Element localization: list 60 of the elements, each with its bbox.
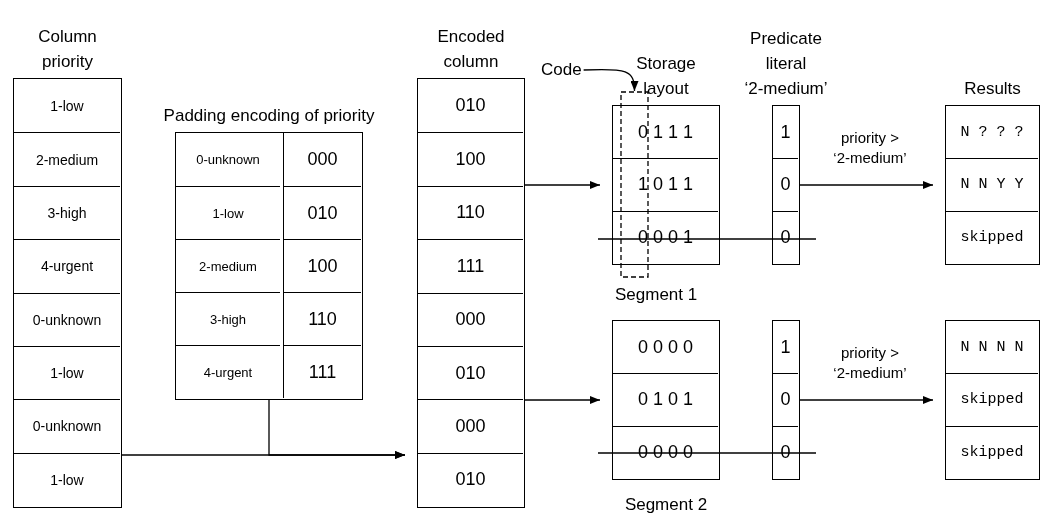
value-cell: 1: [773, 321, 798, 374]
value-cell: 111: [283, 345, 361, 398]
edge-label: priority > ‘2-medium’: [832, 343, 908, 383]
value-cell: skipped: [946, 425, 1038, 478]
value-cell: 4-urgent: [176, 345, 280, 398]
value-cell: 2-medium: [176, 239, 280, 292]
value-cell: 100: [283, 239, 361, 292]
predicate-column: [772, 320, 800, 480]
storage-segment: [612, 320, 720, 515]
value-cell: 2-medium: [14, 132, 120, 186]
edge-label: priority > ‘2-medium’: [832, 128, 908, 168]
value-cell: 010: [283, 186, 361, 239]
value-cell: 0 0 0 0: [613, 321, 718, 374]
value-cell: 0-unknown: [176, 133, 280, 186]
value-cell: 110: [283, 292, 361, 345]
column-heading: Column priority: [37, 26, 98, 73]
value-cell: 3-high: [14, 185, 120, 240]
value-cell: N N Y Y: [946, 158, 1038, 211]
code-label: Code: [541, 60, 582, 80]
value-cell: 000: [418, 292, 523, 346]
value-cell: 1: [773, 106, 798, 159]
value-cell: 010: [418, 79, 523, 133]
value-cell: skipped: [946, 373, 1038, 426]
value-cell: 0: [773, 373, 798, 426]
value-cell: 010: [418, 452, 523, 506]
value-cell: 000: [283, 133, 361, 186]
value-cell: 3-high: [176, 292, 280, 345]
value-cell: skipped: [946, 210, 1038, 263]
value-cell: 0 1 0 1: [613, 373, 718, 426]
value-cell: 0-unknown: [14, 399, 120, 453]
results-column: [945, 320, 1040, 480]
column-heading: Encoded column: [436, 26, 506, 73]
arrow: [799, 181, 934, 189]
value-cell: 1-low: [14, 452, 120, 506]
value-cell: 000: [418, 399, 523, 453]
arrow: [524, 181, 601, 189]
segment-caption: Segment 2: [623, 494, 709, 516]
column-heading: Results: [963, 78, 1022, 100]
value-cell: 0: [773, 158, 798, 211]
arrow: [583, 68, 639, 92]
column-heading: Storage layout: [635, 53, 697, 100]
value-cell: 1-low: [176, 186, 280, 239]
segment-caption: Segment 1: [615, 285, 698, 305]
table-heading: Padding encoding of priority: [162, 105, 376, 127]
value-cell: 100: [418, 132, 523, 186]
value-cell: 0 1 1 1: [613, 106, 718, 159]
value-cell: 1-low: [14, 79, 120, 133]
value-cell: 111: [418, 239, 523, 293]
arrow: [268, 399, 406, 459]
value-cell: 010: [418, 345, 523, 400]
arrow: [799, 396, 934, 404]
value-cell: 1-low: [14, 345, 120, 400]
arrow: [524, 396, 601, 404]
value-cell: 4-urgent: [14, 239, 120, 293]
value-cell: N ? ? ?: [946, 106, 1038, 159]
column-heading: Predicate literal ‘2-medium’: [743, 28, 829, 100]
value-cell: 110: [418, 185, 523, 240]
value-cell: 1 0 1 1: [613, 158, 718, 211]
value-cell: 0-unknown: [14, 292, 120, 346]
value-cell: N N N N: [946, 321, 1038, 374]
